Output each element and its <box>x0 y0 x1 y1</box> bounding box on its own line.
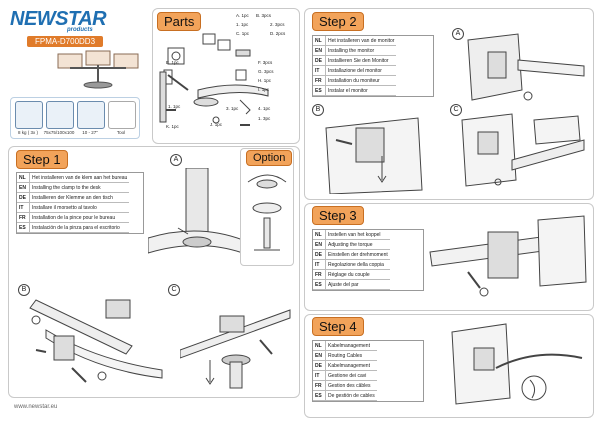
spec-label: 10 - 27" <box>82 130 98 135</box>
brand-sub: products <box>67 27 93 33</box>
part-label: D. 2pcs <box>270 31 286 36</box>
part-label: E. 1pc <box>166 60 179 65</box>
part-label: H. 1pc <box>258 78 272 83</box>
brand-logo: NEWSTAR <box>10 8 107 30</box>
tool-icon <box>108 101 136 129</box>
figure-marker: B <box>312 104 324 116</box>
part-label: 1. 1pc <box>168 104 181 109</box>
step3-title: Step 3 <box>312 206 364 225</box>
product-illustration <box>57 50 139 89</box>
part-label: 1. 3pc <box>258 116 271 121</box>
step1-figure-c <box>180 309 291 389</box>
option-illustration <box>247 174 287 251</box>
figure-marker: C <box>450 104 462 116</box>
parts-title: Parts <box>157 12 202 31</box>
step2-figure-a <box>467 33 585 101</box>
footer-url: www.newstar.eu <box>14 404 58 410</box>
figure-marker: C <box>168 284 180 296</box>
spec-label: Tool <box>116 130 126 135</box>
part-label: 1. 1pc <box>236 22 249 27</box>
part-label: I. 1pc <box>258 87 270 92</box>
spec-label: 8 kg ( 3x ) <box>17 130 38 135</box>
part-label: F. 3pcs <box>258 60 273 65</box>
spec-label: 75x75/100x100 <box>43 130 75 135</box>
parts-illustration <box>159 33 269 126</box>
step1-figure-b <box>29 299 163 383</box>
option-title: Option <box>246 150 293 166</box>
screen-size-icon <box>77 101 105 129</box>
step2-figure-b <box>325 117 423 194</box>
part-label: 4. 1pc <box>258 106 271 111</box>
figure-marker: A <box>452 28 464 40</box>
part-label: C. 1pc <box>236 31 250 36</box>
specs-strip <box>10 97 140 139</box>
step1-figure-a <box>148 168 243 254</box>
part-label: K. 1pc <box>166 124 179 129</box>
part-label: A. 1pc <box>236 13 249 18</box>
step3-figure <box>429 215 587 297</box>
step1-title: Step 1 <box>16 150 68 169</box>
step4-figure <box>451 323 583 405</box>
part-label: J. 1pc <box>210 122 223 127</box>
weight-icon <box>15 101 43 129</box>
step2-title: Step 2 <box>312 12 364 31</box>
step2-figure-c <box>461 113 585 187</box>
part-label: 2. 3pcs <box>270 22 285 27</box>
step4-title: Step 4 <box>312 317 364 336</box>
figure-marker: B <box>18 284 30 296</box>
figure-marker: A <box>170 154 182 166</box>
part-label: 3. 1pc <box>226 106 239 111</box>
vesa-icon <box>46 101 74 129</box>
model-badge: FPMA-D700DD3 <box>27 36 104 47</box>
part-label: B. 3pcs <box>256 13 272 18</box>
part-label: G. 3pcs <box>258 69 274 74</box>
